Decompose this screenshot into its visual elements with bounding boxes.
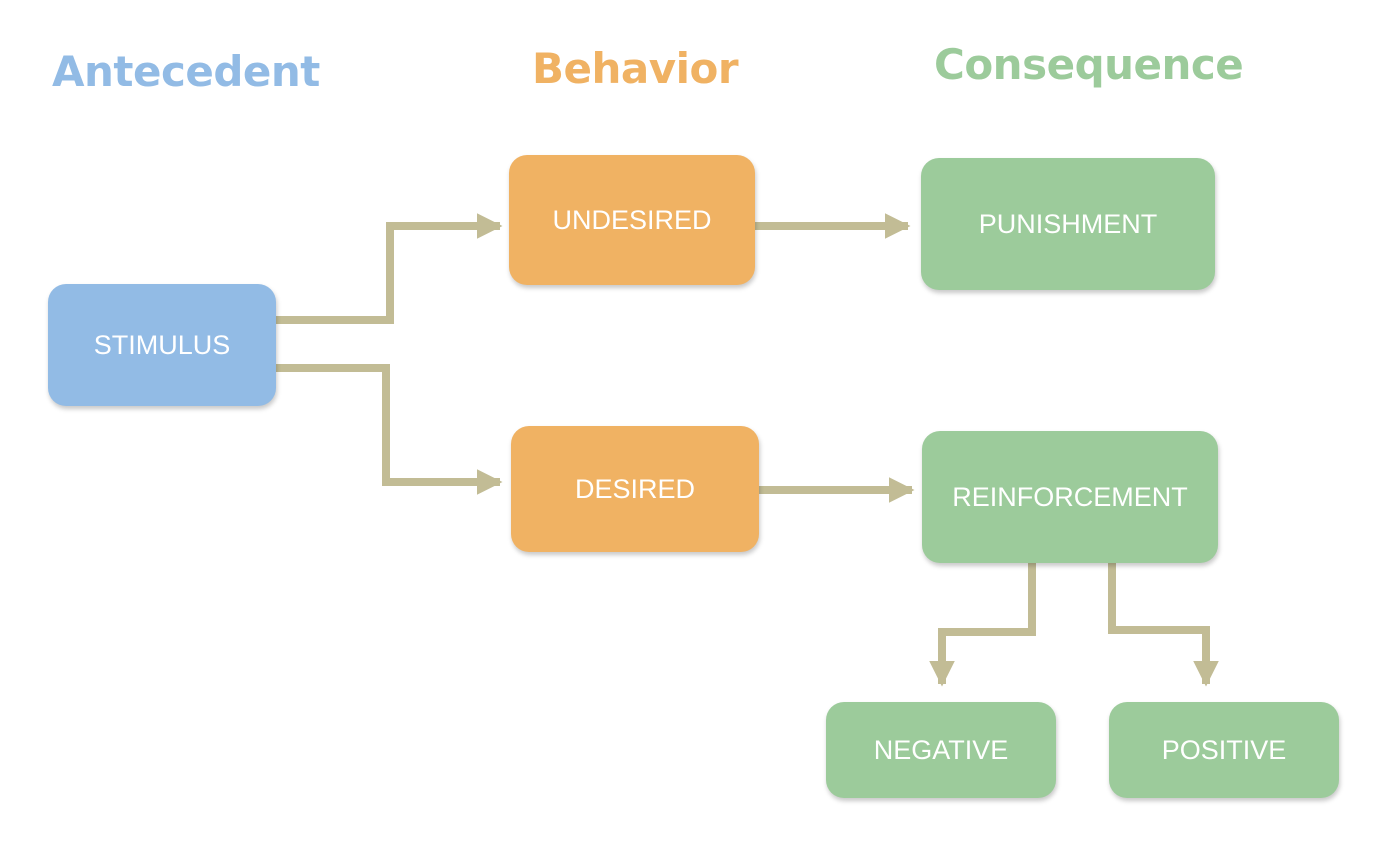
edge-stimulus-undesired (276, 213, 503, 324)
stimulus-node: STIMULUS (48, 284, 276, 406)
punishment-node: PUNISHMENT (921, 158, 1215, 290)
punishment-label: PUNISHMENT (978, 208, 1158, 239)
edge-stimulus-desired (276, 364, 503, 495)
undesired-label: UNDESIRED (552, 204, 712, 235)
undesired-node: UNDESIRED (509, 155, 755, 285)
negative-node: NEGATIVE (826, 702, 1056, 798)
reinforcement-label: REINFORCEMENT (952, 481, 1188, 512)
edge-reinforcement-positive (1108, 563, 1219, 687)
positive-label: POSITIVE (1161, 734, 1287, 765)
behavior-header: Behavior (532, 44, 739, 93)
reinforcement-node: REINFORCEMENT (922, 431, 1218, 563)
desired-node: DESIRED (511, 426, 759, 552)
antecedent-header: Antecedent (52, 47, 320, 96)
negative-label: NEGATIVE (873, 734, 1009, 765)
stimulus-label: STIMULUS (93, 329, 231, 360)
edge-reinforcement-negative (929, 563, 1036, 687)
consequence-header: Consequence (934, 40, 1244, 89)
desired-label: DESIRED (574, 473, 696, 504)
positive-node: POSITIVE (1109, 702, 1339, 798)
